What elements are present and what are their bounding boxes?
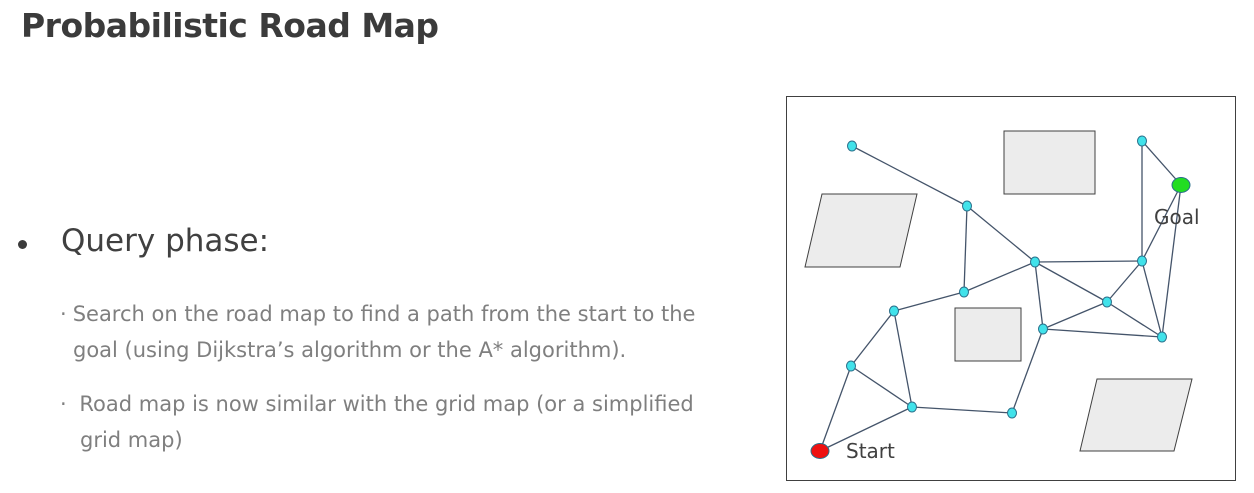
road-map-node xyxy=(1137,255,1147,267)
edge xyxy=(1141,260,1163,338)
road-map-node xyxy=(962,200,972,212)
edge xyxy=(911,406,1013,414)
edge xyxy=(1034,261,1108,303)
road-map-node xyxy=(889,305,899,317)
obstacle xyxy=(804,193,918,268)
obstacle xyxy=(1079,378,1193,452)
sub-item-line: Search on the road map to find a path fr… xyxy=(72,302,696,326)
sub-bullet-mark: · xyxy=(60,302,67,326)
edges xyxy=(819,140,1182,452)
bullet-query-phase: Query phase: xyxy=(18,223,269,259)
road-map-node xyxy=(959,286,969,298)
road-map-node xyxy=(1157,331,1167,343)
road-map-diagram: Goal Start xyxy=(786,96,1236,481)
edge xyxy=(1161,184,1182,338)
edge xyxy=(1106,260,1143,303)
edge xyxy=(1141,140,1182,186)
sub-item-road-map: · Road map is now similar with the grid … xyxy=(60,386,760,458)
edge xyxy=(1106,301,1163,338)
start-node xyxy=(810,443,830,459)
edge xyxy=(1042,301,1108,330)
slide-title: Probabilistic Road Map xyxy=(21,6,439,45)
edge xyxy=(1034,261,1044,330)
edge xyxy=(1011,328,1044,414)
edge xyxy=(850,365,913,408)
edge xyxy=(893,291,965,312)
edge xyxy=(963,261,1036,293)
road-map-node xyxy=(1030,256,1040,268)
edge xyxy=(850,310,895,367)
road-map-node xyxy=(847,140,857,152)
bullet-text: Query phase: xyxy=(61,223,270,259)
goal-node xyxy=(1171,177,1191,193)
start-label: Start xyxy=(846,439,895,463)
edge xyxy=(963,205,968,293)
edge xyxy=(819,406,913,452)
sub-bullet-mark: · xyxy=(60,392,67,416)
road-map-node xyxy=(1038,323,1048,335)
road-map-node xyxy=(907,401,917,413)
goal-label: Goal xyxy=(1154,205,1200,229)
road-map-svg: Goal Start xyxy=(804,130,1200,463)
edge xyxy=(1042,328,1163,338)
obstacles xyxy=(804,130,1193,452)
edge xyxy=(966,205,1036,263)
obstacle xyxy=(954,307,1022,362)
road-map-node xyxy=(1137,135,1147,147)
edge xyxy=(1034,260,1143,263)
obstacle xyxy=(1003,130,1096,195)
road-map-node xyxy=(1007,407,1017,419)
road-map-node xyxy=(846,360,856,372)
edge xyxy=(819,365,852,452)
sub-item-line: grid map) xyxy=(80,428,183,452)
edge xyxy=(851,145,968,207)
sub-item-search: ·Search on the road map to find a path f… xyxy=(60,296,760,368)
road-map-node xyxy=(1102,296,1112,308)
bullet-icon xyxy=(18,239,27,249)
sub-item-line: Road map is now similar with the grid ma… xyxy=(79,392,694,416)
edge xyxy=(893,310,913,408)
nodes xyxy=(846,135,1167,419)
sub-item-line: goal (using Dijkstra’s algorithm or the … xyxy=(73,338,627,362)
edge xyxy=(1141,184,1182,262)
